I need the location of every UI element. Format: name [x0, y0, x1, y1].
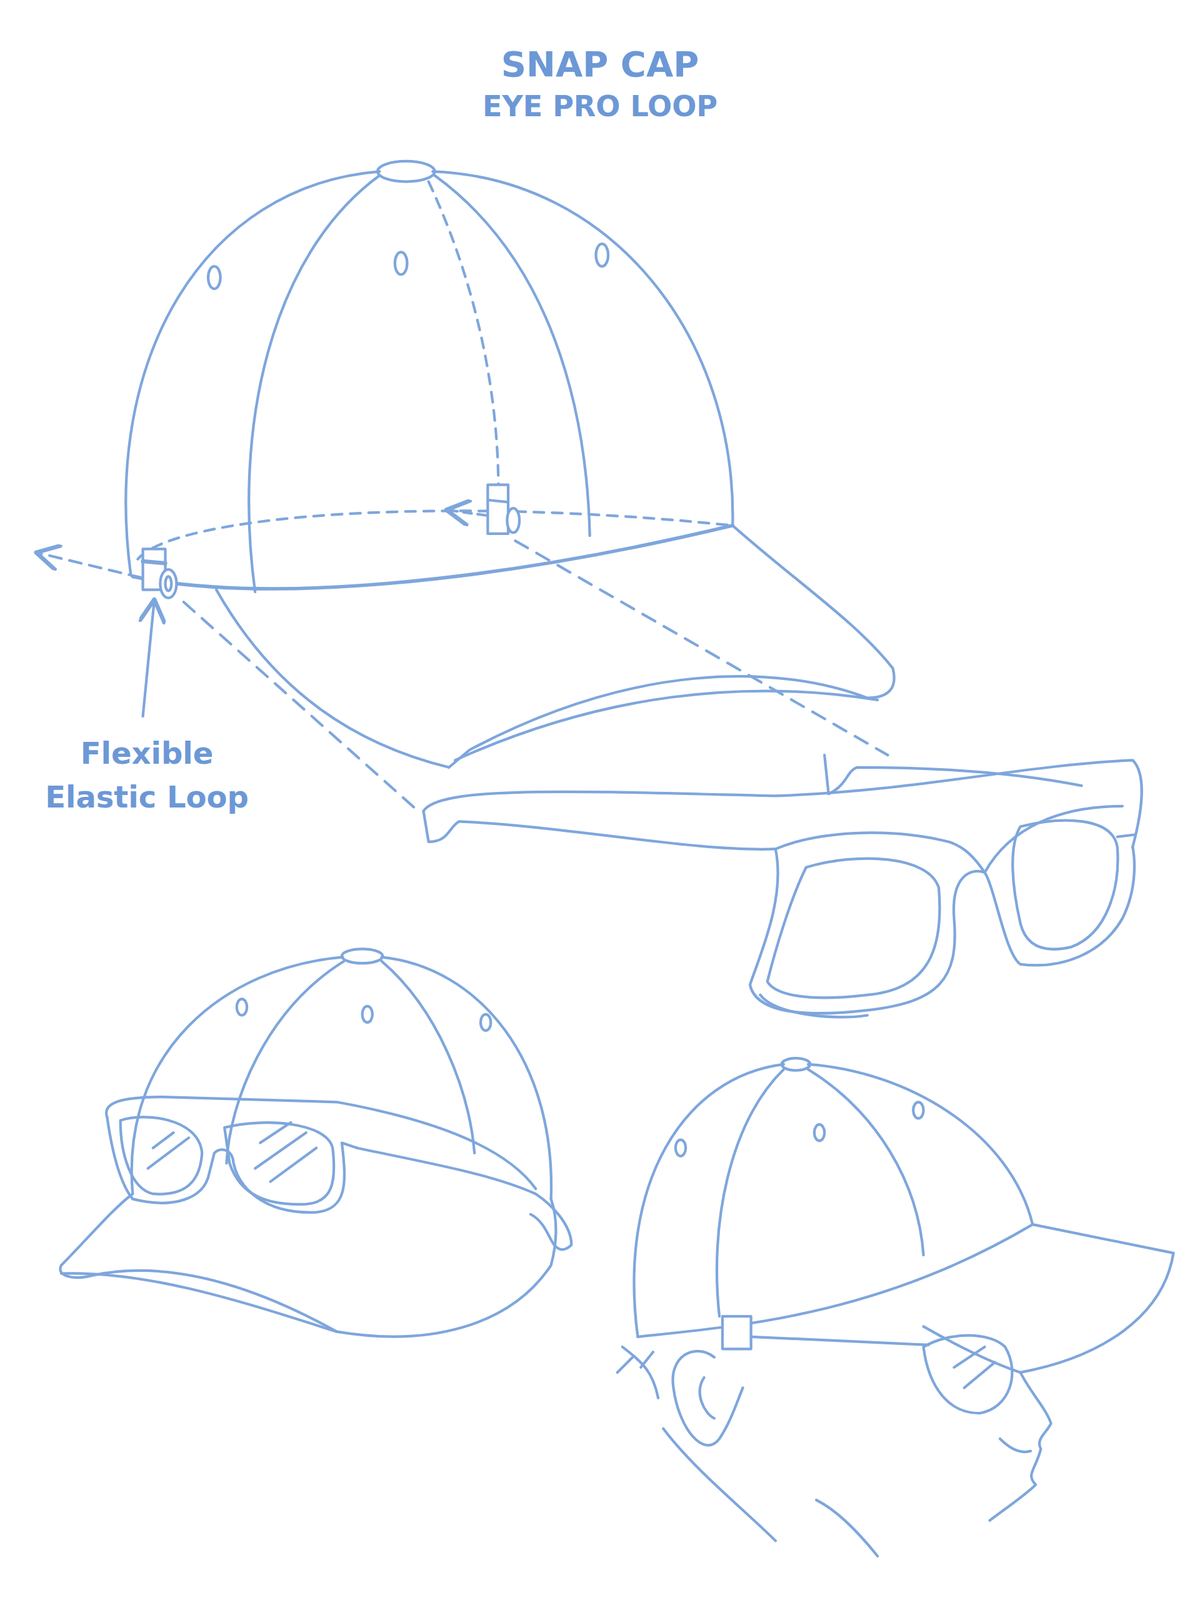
diagram-subtitle: EYE PRO LOOP [0, 88, 1200, 124]
part-label: Flexible Elastic Loop [25, 731, 269, 819]
diagram-title: SNAP CAP [0, 43, 1200, 85]
